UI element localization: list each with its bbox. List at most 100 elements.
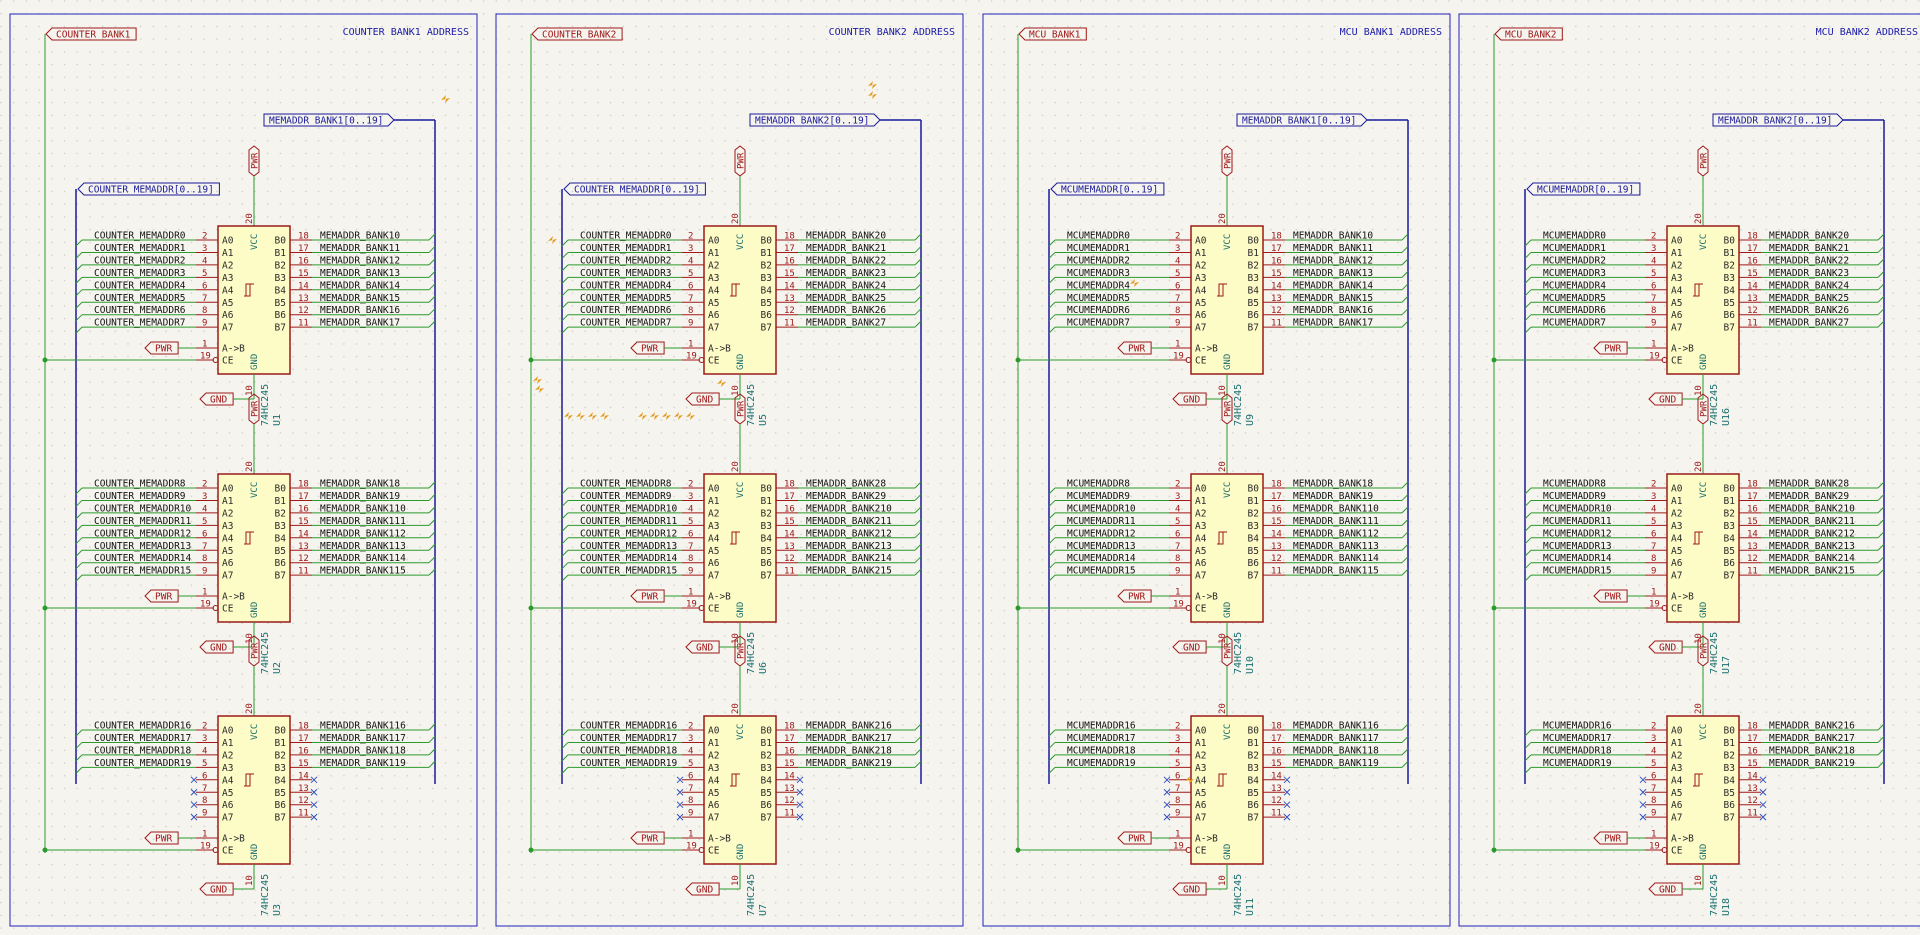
net-label-output: MEMADDR_BANK214: [806, 553, 892, 564]
pin-number-a: 3: [1651, 492, 1656, 502]
bus-entry: [428, 723, 436, 731]
power-flag-pwr[interactable]: PWR: [248, 145, 261, 177]
power-flag-text: PWR: [251, 642, 261, 659]
pin-number-a: 6: [1651, 281, 1656, 291]
bus-entry: [1524, 742, 1532, 749]
bus-entry: [1877, 543, 1885, 551]
output-bus-label[interactable]: MEMADDR_BANK2[0..19]: [1712, 113, 1844, 127]
pin-name-b: B6: [761, 310, 773, 321]
power-flag-pwr[interactable]: PWR: [1221, 635, 1234, 667]
no-connect-stroke: [190, 776, 198, 784]
gnd-power-label-text: GND: [1183, 643, 1200, 654]
enable-label[interactable]: MCU_BANK1: [1018, 27, 1087, 41]
net-label-input: MCUMEMADDR17: [1543, 733, 1612, 744]
bus-entry: [1401, 760, 1409, 768]
net-label-input: MCUMEMADDR5: [1543, 293, 1606, 304]
power-flag-pwr[interactable]: PWR: [1697, 393, 1710, 425]
enable-label[interactable]: COUNTER_BANK2: [531, 27, 623, 41]
output-bus-label[interactable]: MEMADDR_BANK1[0..19]: [263, 113, 395, 127]
output-bus-label[interactable]: MEMADDR_BANK1[0..19]: [1236, 113, 1368, 127]
pin-name-b: B3: [1724, 763, 1735, 774]
power-flag-pwr[interactable]: PWR: [734, 393, 747, 425]
bus-entry: [914, 283, 922, 291]
enable-label-text: MCU_BANK2: [1505, 30, 1556, 41]
pin-number-a: 7: [1175, 294, 1180, 304]
pin-number-b: 17: [1747, 492, 1758, 502]
no-connect-marker: [796, 776, 804, 784]
power-flag-pwr[interactable]: PWR: [734, 145, 747, 177]
vcc-pin-name: VCC: [1699, 482, 1709, 498]
power-flag-pwr[interactable]: PWR: [248, 635, 261, 667]
input-bus-label[interactable]: MCUMEMADDR[0..19]: [1526, 182, 1641, 196]
no-connect-stroke: [1283, 813, 1291, 821]
bus-entry: [428, 518, 436, 526]
pin-name-a: A3: [222, 521, 233, 532]
erc-marker-shape: [674, 412, 683, 420]
bus-entry: [75, 264, 83, 272]
bus-entry: [1877, 308, 1885, 316]
pin-number-b: 17: [784, 492, 795, 502]
input-bus-label-outline: [1050, 182, 1165, 196]
pin-name-a: A3: [1671, 763, 1682, 774]
power-flag-pwr[interactable]: PWR: [1221, 393, 1234, 425]
ce-pin-number: 19: [1173, 842, 1184, 852]
net-label-input: COUNTER_MEMADDR5: [580, 293, 672, 304]
enable-label[interactable]: COUNTER_BANK1: [45, 27, 137, 41]
bus-entry: [1048, 754, 1056, 762]
output-bus-label[interactable]: MEMADDR_BANK2[0..19]: [749, 113, 881, 127]
pin-name-a: A0: [222, 236, 234, 247]
bus-entry: [1524, 239, 1532, 247]
pin-name-a: A0: [1671, 484, 1683, 495]
pin-number-a: 5: [1651, 269, 1656, 279]
erc-marker: [686, 412, 695, 420]
pin-name-a: A2: [1671, 508, 1682, 519]
bus-entry: [561, 500, 569, 507]
pin-number-b: 11: [1271, 567, 1282, 577]
input-bus-label[interactable]: MCUMEMADDR[0..19]: [1050, 182, 1165, 196]
net-label-output: MEMADDR_BANK25: [806, 293, 886, 304]
net-label-input: MCUMEMADDR11: [1067, 516, 1136, 527]
bus-entry: [914, 308, 922, 316]
power-flag-pwr[interactable]: PWR: [1221, 145, 1234, 177]
power-flag-pwr[interactable]: PWR: [1697, 145, 1710, 177]
dir-pin-number: 1: [688, 830, 693, 840]
pin-name-b: B1: [275, 496, 287, 507]
schmitt-trigger-icon: [244, 283, 254, 297]
bus-entry: [75, 524, 83, 532]
power-flag-pwr[interactable]: PWR: [1697, 635, 1710, 667]
pin-name-a: A1: [222, 738, 234, 749]
pin-name-b: B1: [275, 738, 287, 749]
enable-label[interactable]: MCU_BANK2: [1494, 27, 1563, 41]
pin-number-a: 3: [688, 244, 693, 254]
pin-name-b: B0: [1724, 484, 1736, 495]
pin-name-a: A2: [1671, 750, 1682, 761]
net-label-output: MEMADDR_BANK24: [1769, 280, 1849, 291]
pin-name-b: B0: [1724, 236, 1736, 247]
bus-entry: [1048, 549, 1056, 557]
power-flag-pwr[interactable]: PWR: [734, 635, 747, 667]
pin-name-b: B6: [1248, 800, 1260, 811]
input-bus-label[interactable]: COUNTER_MEMADDR[0..19]: [563, 182, 706, 196]
net-label-input: COUNTER_MEMADDR14: [580, 553, 678, 564]
net-label-output: MEMADDR_BANK15: [1293, 293, 1373, 304]
net-label-output: MEMADDR_BANK18: [320, 479, 400, 490]
pin-name-a: A3: [1195, 273, 1206, 284]
no-connect-marker: [796, 813, 804, 821]
power-flag-pwr[interactable]: PWR: [248, 393, 261, 425]
output-bus-label-text: MEMADDR_BANK1[0..19]: [269, 116, 383, 127]
bus-entry: [1877, 233, 1885, 241]
input-bus-label[interactable]: COUNTER_MEMADDR[0..19]: [77, 182, 220, 196]
